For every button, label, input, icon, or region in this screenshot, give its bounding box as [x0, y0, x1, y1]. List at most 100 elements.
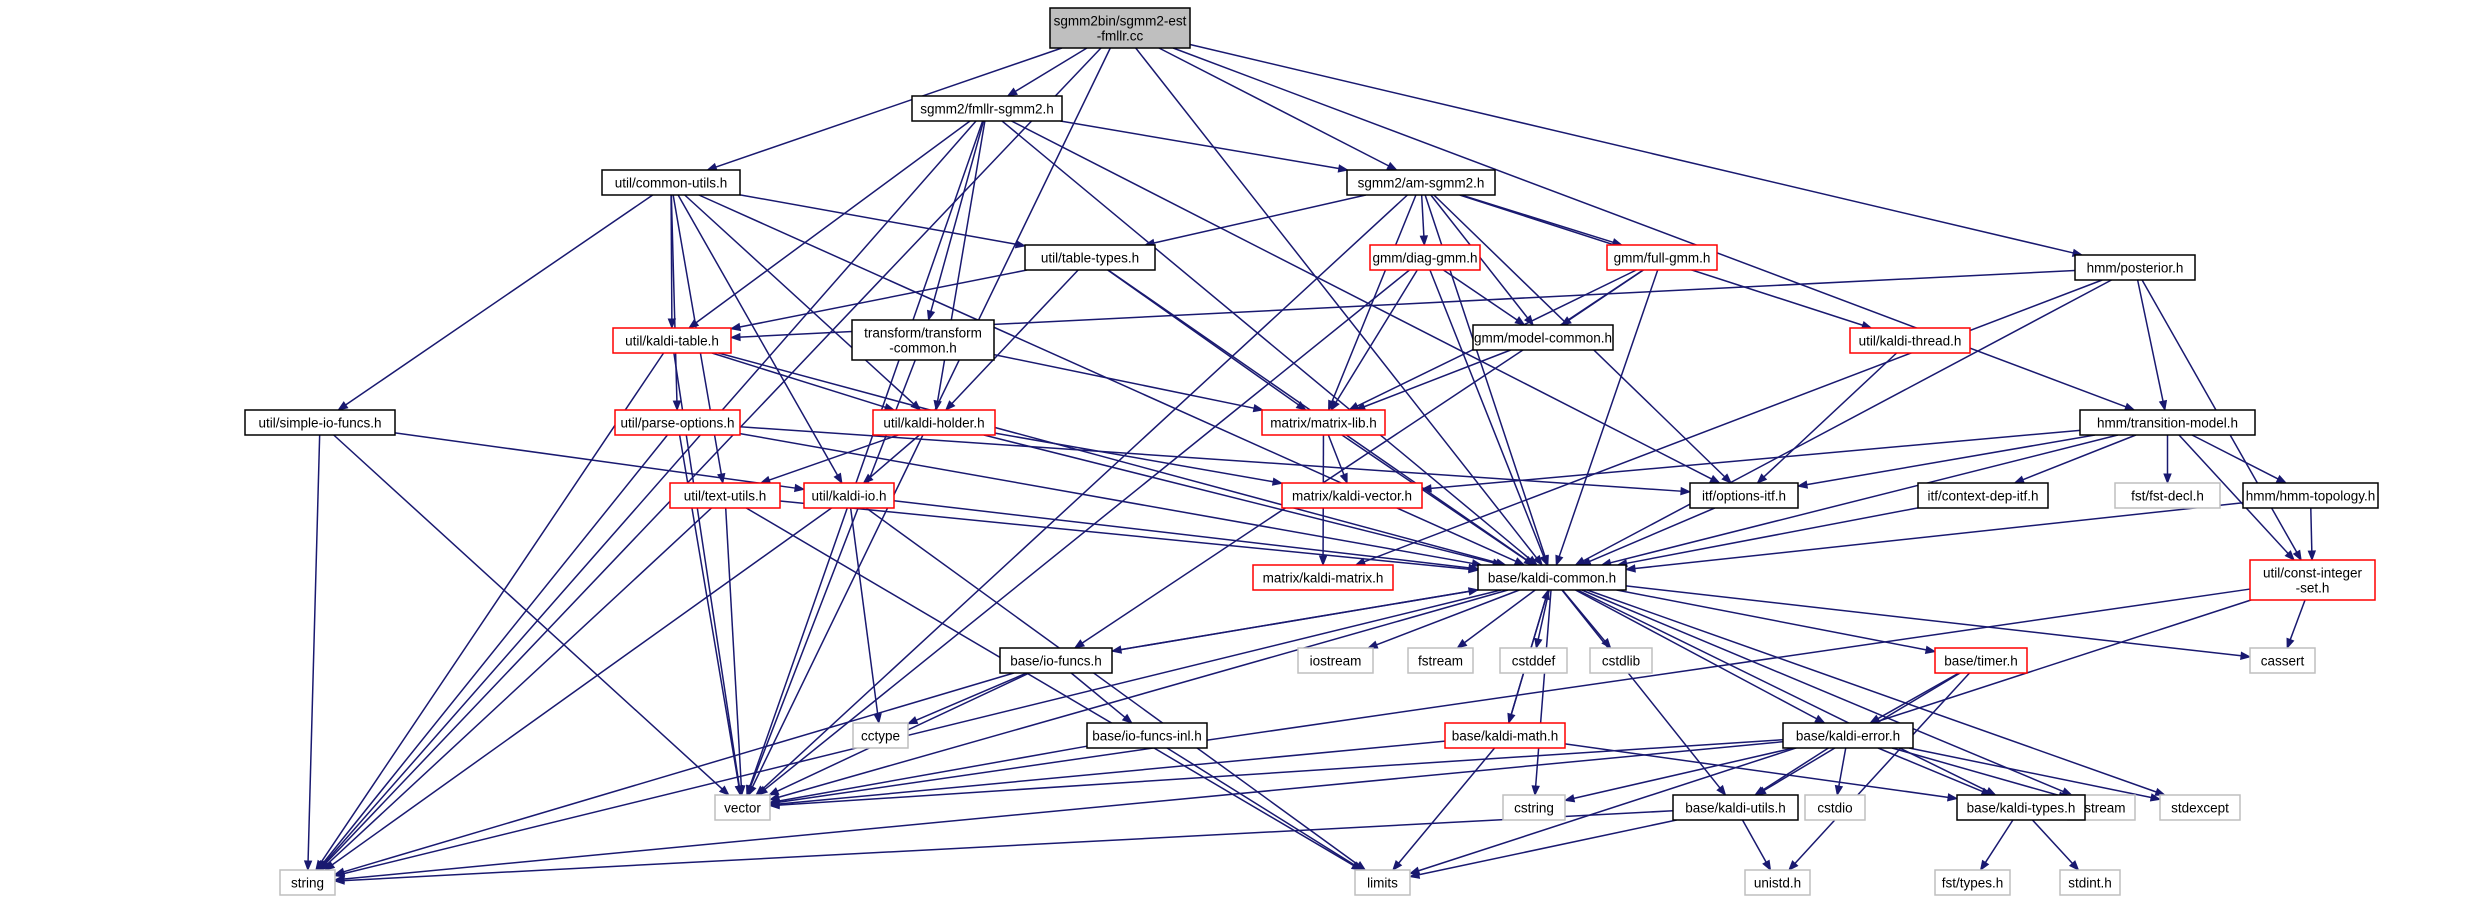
- node-full-gmm[interactable]: gmm/full-gmm.h: [1606, 244, 1718, 271]
- arrowhead: [768, 800, 780, 810]
- edge-root-to-posterior: [1189, 43, 2084, 257]
- node-cassert: cassert: [2249, 647, 2316, 674]
- arrowhead: [1979, 859, 1990, 872]
- node-label: base/kaldi-common.h: [1488, 571, 1616, 586]
- arrowhead: [2163, 473, 2172, 485]
- node-label: base/kaldi-math.h: [1452, 729, 1559, 744]
- edge-line: [1398, 747, 1496, 864]
- edge-line: [1794, 672, 1971, 864]
- edge-kaldi_io-to-cctype: [849, 507, 882, 725]
- edge-kaldi_common-to-kaldi_error: [1575, 589, 1826, 724]
- node-label: base/io-funcs-inl.h: [1092, 729, 1202, 744]
- edge-line: [1616, 589, 1927, 651]
- arrowhead: [323, 861, 336, 871]
- node-kaldi-io[interactable]: util/kaldi-io.h: [803, 482, 895, 509]
- arrowhead: [1788, 860, 1799, 872]
- edge-line: [865, 507, 1359, 866]
- edge-line: [1634, 502, 2244, 570]
- node-const-integer-set[interactable]: util/const-integer-set.h: [2249, 559, 2376, 601]
- node-table-types[interactable]: util/table-types.h: [1024, 244, 1156, 271]
- node-box: [2059, 869, 2121, 896]
- node-fmllr-sgmm2[interactable]: sgmm2/fmllr-sgmm2.h: [911, 95, 1063, 122]
- edge-line: [1376, 589, 1520, 646]
- edge-kaldi_common-to-stdexcept: [1586, 589, 2167, 796]
- edge-line: [1327, 434, 1345, 475]
- edge-line: [994, 432, 1274, 483]
- edge-text_utils-to-vector: [724, 507, 746, 797]
- arrowhead: [303, 860, 313, 872]
- node-model-common[interactable]: gmm/model-common.h: [1472, 324, 1614, 351]
- edge-line: [1418, 819, 1677, 876]
- node-box: [999, 647, 1113, 674]
- arrowhead: [1330, 399, 1340, 412]
- node-kaldi-utils[interactable]: base/kaldi-utils.h: [1672, 794, 1799, 821]
- edge-line: [1001, 120, 1531, 560]
- node-kaldi-error[interactable]: base/kaldi-error.h: [1782, 722, 1914, 749]
- node-kaldi-math[interactable]: base/kaldi-math.h: [1444, 722, 1566, 749]
- edge-parse_options-to-string: [316, 434, 669, 872]
- node-context-dep-itf[interactable]: itf/context-dep-itf.h: [1917, 482, 2049, 509]
- edge-fmllr_sgmm2-to-transform_common: [926, 120, 985, 322]
- node-kaldi-holder[interactable]: util/kaldi-holder.h: [872, 409, 996, 436]
- node-kaldi-matrix[interactable]: matrix/kaldi-matrix.h: [1252, 564, 1394, 591]
- arrowhead: [2068, 860, 2080, 872]
- node-label: gmm/diag-gmm.h: [1372, 251, 1477, 266]
- node-transition-model[interactable]: hmm/transition-model.h: [2079, 409, 2256, 436]
- edge-line: [993, 353, 1255, 409]
- node-kaldi-thread[interactable]: util/kaldi-thread.h: [1849, 327, 1971, 354]
- edge-line: [1573, 747, 1794, 800]
- node-parse-options[interactable]: util/parse-options.h: [614, 409, 741, 436]
- node-matrix-lib[interactable]: matrix/matrix-lib.h: [1261, 409, 1386, 436]
- arrowhead: [1796, 480, 1809, 489]
- node-kaldi-common[interactable]: base/kaldi-common.h: [1477, 564, 1627, 591]
- edge-kaldi_utils-to-string: [333, 810, 1674, 885]
- node-kaldi-types[interactable]: base/kaldi-types.h: [1956, 794, 2086, 821]
- edge-kaldi_io-to-kaldi_common: [893, 500, 1480, 572]
- node-options-itf[interactable]: itf/options-itf.h: [1689, 482, 1799, 509]
- node-posterior[interactable]: hmm/posterior.h: [2074, 254, 2196, 281]
- node-io-funcs-inl[interactable]: base/io-funcs-inl.h: [1086, 722, 1208, 749]
- node-io-funcs[interactable]: base/io-funcs.h: [999, 647, 1113, 674]
- node-kaldi-vector[interactable]: matrix/kaldi-vector.h: [1281, 482, 1423, 509]
- edge-common_utils-to-kaldi_io: [677, 194, 843, 485]
- edge-diag_gmm-to-model_common: [1443, 269, 1526, 326]
- node-hmm-topology[interactable]: hmm/hmm-topology.h: [2242, 482, 2379, 509]
- arrowhead: [1456, 638, 1468, 649]
- edge-simple_io-to-kaldi_io: [394, 432, 806, 493]
- edge-line: [1011, 120, 1712, 480]
- node-timer[interactable]: base/timer.h: [1934, 647, 2028, 674]
- arrowhead: [2307, 550, 2317, 562]
- arrowhead: [756, 785, 769, 796]
- node-root[interactable]: sgmm2bin/sgmm2-est-fmllr.cc: [1049, 7, 1191, 49]
- edge-line: [677, 194, 839, 476]
- edge-kaldi_common-to-fstream: [1456, 589, 1536, 649]
- edge-line: [343, 740, 1784, 880]
- edge-line: [2191, 434, 2279, 480]
- node-box: [279, 869, 336, 896]
- edge-transition_model-to-const_integer_set: [2178, 434, 2296, 562]
- node-box: [1744, 869, 1811, 896]
- edge-line: [1443, 269, 1518, 321]
- node-box: [714, 794, 771, 821]
- node-text-utils[interactable]: util/text-utils.h: [669, 482, 781, 509]
- arrowhead: [1121, 713, 1133, 724]
- arrowhead: [2286, 637, 2295, 650]
- edge-line: [1763, 352, 1898, 478]
- node-diag-gmm[interactable]: gmm/diag-gmm.h: [1369, 244, 1481, 271]
- edge-line: [1741, 819, 1767, 863]
- edge-line: [762, 194, 1408, 790]
- edge-line: [2289, 599, 2306, 640]
- node-am-sgmm2[interactable]: sgmm2/am-sgmm2.h: [1346, 169, 1496, 196]
- edge-kaldi_holder-to-kaldi_vector: [994, 432, 1284, 486]
- node-common-utils[interactable]: util/common-utils.h: [601, 169, 741, 196]
- node-label: cstddef: [1512, 654, 1556, 669]
- edge-line: [715, 47, 1063, 168]
- edge-line: [345, 194, 654, 406]
- edge-kaldi_error-to-stdexcept: [1908, 747, 2162, 802]
- node-transform-common[interactable]: transform/transform-common.h: [851, 319, 995, 361]
- edge-line: [1908, 747, 2152, 799]
- node-kaldi-table[interactable]: util/kaldi-table.h: [612, 327, 732, 354]
- node-simple-io[interactable]: util/simple-io-funcs.h: [244, 409, 396, 436]
- node-label: base/kaldi-error.h: [1796, 729, 1900, 744]
- node-box: [2249, 647, 2316, 674]
